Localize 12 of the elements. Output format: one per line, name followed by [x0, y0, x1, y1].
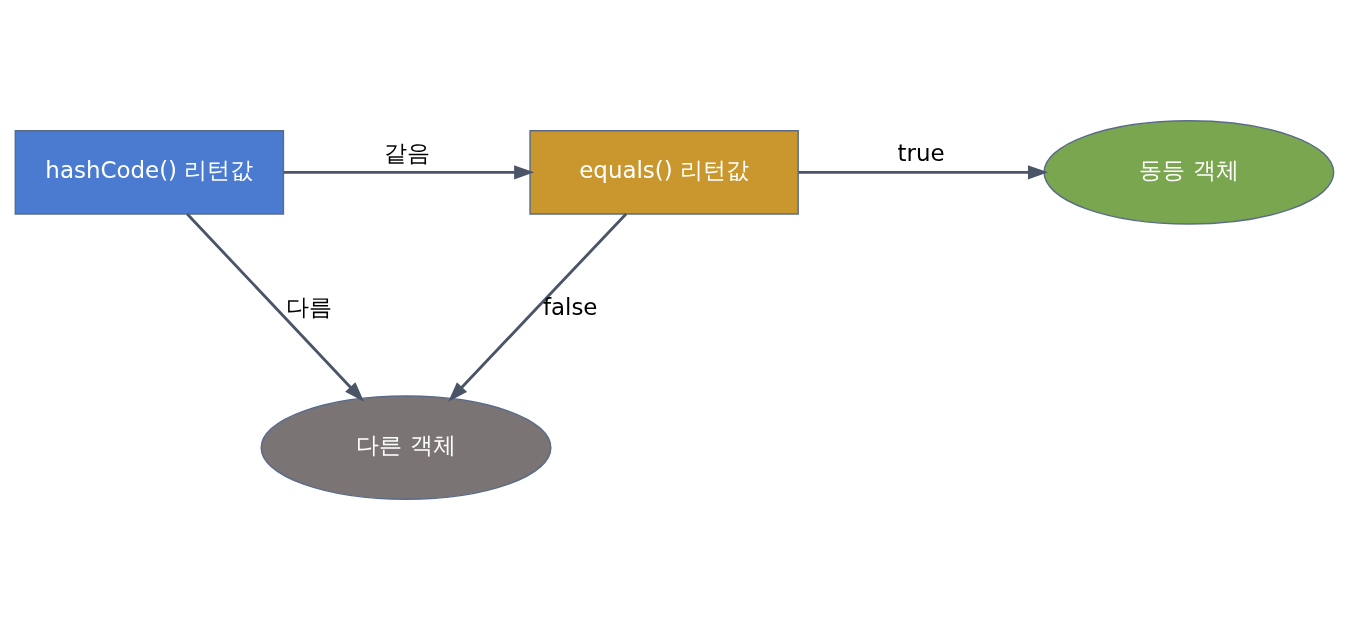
arrow: [283, 164, 535, 179]
edge-label: false: [542, 293, 598, 320]
node-box: hashCode() 리턴값: [14, 129, 285, 215]
node-ellipse: 동등 객체: [1043, 119, 1335, 225]
node-ellipse: 다른 객체: [260, 394, 552, 500]
node-box: equals() 리턴값: [529, 129, 799, 215]
edge-label: 같음: [383, 139, 430, 166]
arrow: [798, 164, 1049, 179]
edge-label: true: [897, 139, 945, 166]
arrow: [448, 212, 628, 402]
arrow: [186, 212, 365, 402]
edge-label: 다름: [285, 293, 332, 320]
